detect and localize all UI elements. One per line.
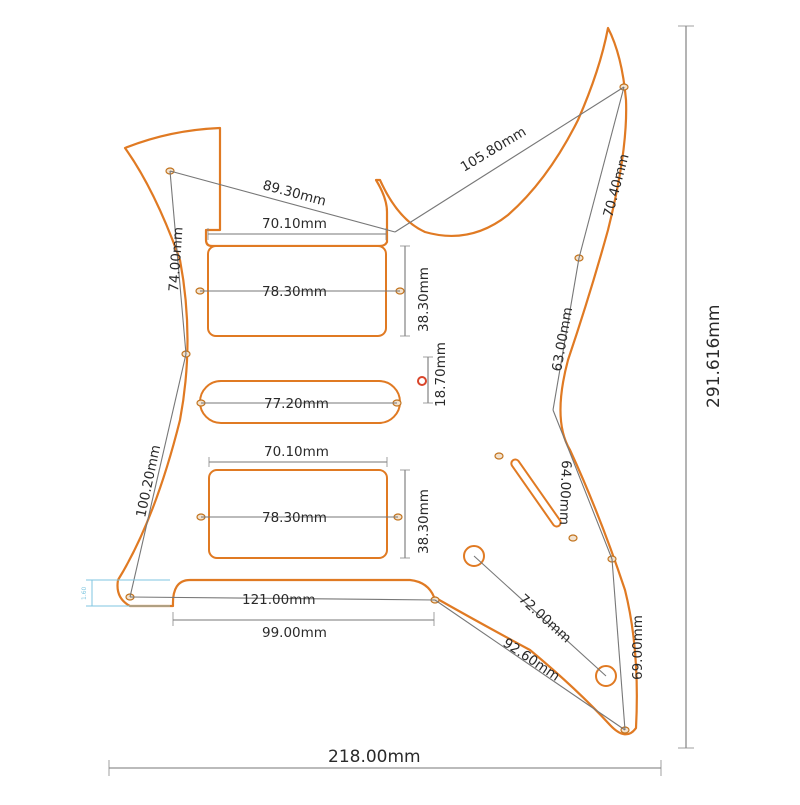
dimension-lines: [108, 25, 694, 776]
dim-neck-humbucker-height: 38.30mm: [416, 267, 432, 332]
switch-screw-bottom: [568, 534, 578, 542]
thickness-label: 1.60: [81, 586, 88, 600]
dim-bottom-holes-span: 121.00mm: [242, 592, 316, 608]
dim-left-edge-lower: 100.20mm: [133, 444, 164, 519]
pickguard-outline: [116, 26, 638, 736]
switch-slot: [510, 458, 562, 528]
dim-right-edge-upper: 70.40mm: [600, 152, 632, 219]
dim-bottom-diagonal: 92.60mm: [500, 635, 563, 685]
dim-overall-width: 218.00mm: [328, 747, 421, 767]
dim-right-edge-middle: 63.00mm: [549, 306, 576, 373]
dim-overall-height: 291.616mm: [704, 305, 724, 408]
dim-bridge-humbucker-holes: 78.30mm: [262, 510, 327, 526]
thickness-marker: 1.60: [81, 579, 170, 607]
dim-left-edge-upper: 74.00mm: [166, 226, 186, 292]
dim-bridge-humbucker-width: 70.10mm: [264, 444, 329, 460]
switch-screw-top: [494, 452, 504, 460]
small-hole: [417, 376, 427, 386]
dim-single-coil-holes: 77.20mm: [264, 396, 329, 412]
dim-right-edge-bottom: 69.00mm: [630, 615, 646, 680]
screw-holes: [125, 83, 630, 734]
bridge-humbucker-cutout: [208, 469, 388, 559]
dim-single-coil-offset: 18.70mm: [433, 342, 449, 407]
dim-jack-to-corner: 72.00mm: [515, 591, 574, 646]
dim-horn-tip-to-cutaway: 105.80mm: [458, 124, 529, 176]
dim-bottom-cut-width: 99.00mm: [262, 625, 327, 641]
dim-neck-humbucker-holes: 78.30mm: [262, 284, 327, 300]
dim-neck-humbucker-width: 70.10mm: [262, 216, 327, 232]
dim-right-edge-lower: 64.00mm: [556, 460, 574, 525]
dim-bridge-humbucker-height: 38.30mm: [416, 489, 432, 554]
